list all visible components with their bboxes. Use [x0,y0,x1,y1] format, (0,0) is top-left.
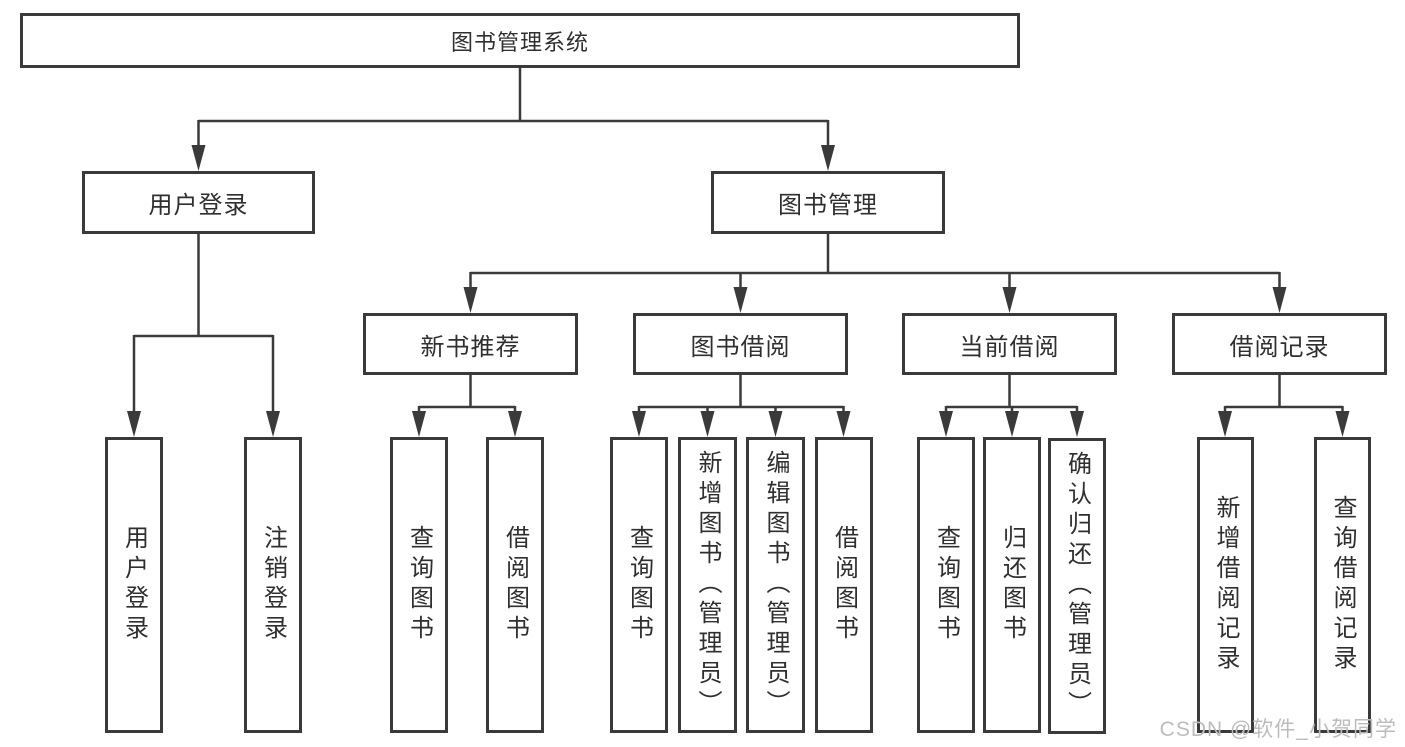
node-book-management: 图书管理 [711,171,945,234]
leaf-logout: 注销登录 [244,437,302,733]
leaf-query-books-borrow: 查询图书 [610,437,668,733]
node-label: 查询图书 [932,525,960,645]
node-label: 查询借阅记录 [1329,495,1356,675]
node-label: 借阅记录 [1229,333,1330,361]
node-label: 新增图书（管理员） [694,450,721,720]
node-label: 图书借阅 [690,333,791,361]
node-label: 借阅图书 [830,525,858,645]
node-label: 图书管理 [778,192,878,219]
node-user-login: 用户登录 [82,171,315,234]
leaf-edit-books-admin: 编辑图书（管理员） [746,437,805,733]
leaf-user-login: 用户登录 [105,437,163,733]
node-new-book-recommend: 新书推荐 [363,313,578,375]
node-label: 用户登录 [148,192,249,219]
leaf-return-books: 归还图书 [983,437,1041,733]
node-label: 当前借阅 [959,333,1060,361]
csdn-watermark: CSDN @软件_小贺同学 [1159,718,1397,741]
node-label: 确认归还（管理员） [1063,451,1091,721]
node-label: 借阅图书 [501,525,529,645]
leaf-confirm-return-admin: 确认归还（管理员） [1048,438,1106,734]
arrowhead-icons [127,145,1350,437]
leaf-add-books-admin: 新增图书（管理员） [678,437,737,733]
node-library-system: 图书管理系统 [20,13,1020,68]
node-label: 归还图书 [998,525,1026,645]
node-label: 查询图书 [405,525,433,645]
leaf-query-borrow-record: 查询借阅记录 [1314,437,1371,733]
leaf-borrow-books: 借阅图书 [815,437,873,733]
node-book-borrow: 图书借阅 [633,313,848,375]
node-borrow-records: 借阅记录 [1172,313,1387,375]
node-label: 查询图书 [625,525,653,645]
node-label: 图书管理系统 [450,29,589,55]
node-label: 注销登录 [259,525,287,645]
node-label: 编辑图书（管理员） [762,450,789,720]
node-label: 用户登录 [120,525,148,645]
node-label: 新增借阅记录 [1212,495,1239,675]
leaf-add-borrow-record: 新增借阅记录 [1197,437,1254,733]
leaf-query-books-current: 查询图书 [917,437,975,733]
leaf-borrow-books-recommend: 借阅图书 [486,437,544,733]
node-current-borrow: 当前借阅 [902,313,1117,375]
leaf-query-books-recommend: 查询图书 [390,437,448,733]
node-label: 新书推荐 [420,333,521,361]
